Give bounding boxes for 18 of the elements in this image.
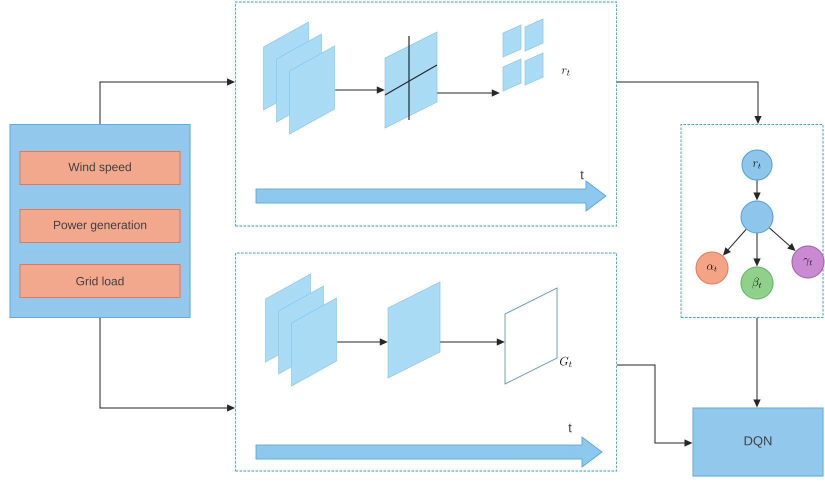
input-field-box: Grid load <box>20 264 180 298</box>
input-field-box: Power generation <box>20 209 180 243</box>
symbol-label: $G_t$ <box>560 356 572 368</box>
axis-label: t <box>580 170 584 180</box>
tiles-drawing <box>502 18 544 92</box>
split-sheet-drawing <box>384 32 438 128</box>
symbol-label: $r_t$ <box>562 68 570 76</box>
stacked-sheets-drawing <box>263 22 335 134</box>
dqn-box: DQN <box>692 408 824 476</box>
circle-node <box>740 200 774 234</box>
circle-node: $\beta_t$ <box>740 266 774 300</box>
stacked-sheets-drawing <box>265 273 337 386</box>
circle-node: $r_t$ <box>742 150 772 180</box>
axis-label: t <box>568 424 572 432</box>
circle-node: $\alpha_t$ <box>696 252 728 284</box>
sheet-drawing <box>388 282 440 378</box>
input-field-box: Wind speed <box>20 151 180 185</box>
circle-node: $\gamma_t$ <box>792 246 824 278</box>
